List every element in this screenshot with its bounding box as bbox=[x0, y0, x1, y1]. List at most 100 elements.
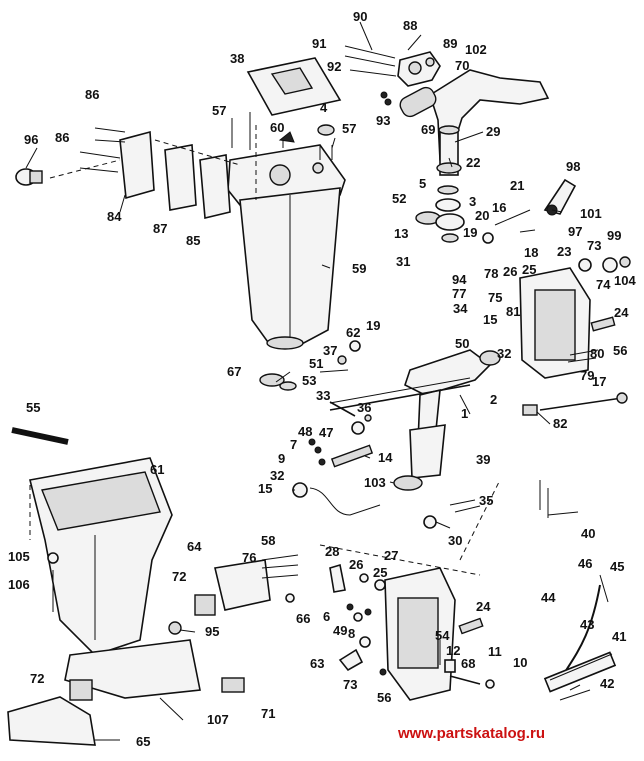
label-61: 61 bbox=[150, 462, 164, 477]
label-35: 35 bbox=[479, 493, 493, 508]
label-62: 62 bbox=[346, 325, 360, 340]
label-19b: 19 bbox=[366, 318, 380, 333]
label-73b: 73 bbox=[343, 677, 357, 692]
label-10: 10 bbox=[513, 655, 527, 670]
label-78: 78 bbox=[484, 266, 498, 281]
bolt-68-11-10 bbox=[449, 675, 495, 689]
label-8: 8 bbox=[348, 626, 355, 641]
label-16: 16 bbox=[492, 200, 506, 215]
label-77: 77 bbox=[452, 286, 466, 301]
label-70: 70 bbox=[455, 58, 469, 73]
small-parts-26-25-6-49-8 bbox=[346, 573, 386, 622]
label-47: 47 bbox=[319, 425, 333, 440]
steering-rod bbox=[329, 377, 471, 411]
top-mount-bracket bbox=[397, 51, 441, 87]
label-101: 101 bbox=[580, 206, 602, 221]
label-7: 7 bbox=[290, 437, 297, 452]
label-85: 85 bbox=[186, 233, 200, 248]
label-89: 89 bbox=[443, 36, 457, 51]
label-31: 31 bbox=[396, 254, 410, 269]
label-19: 19 bbox=[463, 225, 477, 240]
label-58: 58 bbox=[261, 533, 275, 548]
label-73: 73 bbox=[587, 238, 601, 253]
label-26b: 26 bbox=[349, 557, 363, 572]
label-64: 64 bbox=[187, 539, 202, 554]
leader-lines bbox=[25, 21, 581, 741]
label-30: 30 bbox=[448, 533, 462, 548]
rack-41 bbox=[543, 651, 617, 693]
label-53: 53 bbox=[302, 373, 316, 388]
label-94: 94 bbox=[452, 272, 467, 287]
label-103: 103 bbox=[364, 475, 386, 490]
label-80: 80 bbox=[590, 346, 604, 361]
plate-82 bbox=[522, 404, 538, 416]
label-87: 87 bbox=[153, 221, 167, 236]
steering-arm bbox=[429, 69, 550, 176]
tilt-parts-20-16-21 bbox=[482, 209, 536, 244]
label-1: 1 bbox=[461, 406, 468, 421]
label-25: 25 bbox=[522, 262, 536, 277]
screw-24-lower bbox=[458, 617, 484, 635]
label-107: 107 bbox=[207, 712, 229, 727]
seal-67 bbox=[259, 373, 297, 391]
label-84: 84 bbox=[107, 209, 122, 224]
label-24: 24 bbox=[614, 305, 629, 320]
label-102: 102 bbox=[465, 42, 487, 57]
label-27: 27 bbox=[384, 548, 398, 563]
label-68: 68 bbox=[461, 656, 475, 671]
label-50: 50 bbox=[455, 336, 469, 351]
label-15: 15 bbox=[483, 312, 497, 327]
gasket-38 bbox=[246, 57, 342, 116]
label-15b: 15 bbox=[258, 481, 272, 496]
label-96: 96 bbox=[24, 132, 38, 147]
label-12: 12 bbox=[446, 643, 460, 658]
label-88: 88 bbox=[403, 18, 417, 33]
label-39: 39 bbox=[476, 452, 490, 467]
label-56b: 56 bbox=[377, 690, 391, 705]
label-23: 23 bbox=[557, 244, 571, 259]
ring-103 bbox=[393, 475, 423, 491]
label-43: 43 bbox=[580, 617, 594, 632]
swivel-arm bbox=[404, 349, 501, 479]
plug-96 bbox=[15, 168, 43, 186]
label-46: 46 bbox=[578, 556, 592, 571]
label-41: 41 bbox=[612, 629, 626, 644]
lower-housing-61 bbox=[29, 457, 173, 656]
label-93: 93 bbox=[376, 113, 390, 128]
bushing-stack bbox=[415, 162, 465, 243]
bolts-58-76 bbox=[261, 554, 299, 603]
label-95: 95 bbox=[205, 624, 219, 639]
label-49: 49 bbox=[333, 623, 347, 638]
label-40: 40 bbox=[581, 526, 595, 541]
label-57: 57 bbox=[212, 103, 226, 118]
label-37: 37 bbox=[323, 343, 337, 358]
label-32: 32 bbox=[497, 346, 511, 361]
pin-55 bbox=[11, 427, 69, 445]
watermark: www.partskatalog.ru bbox=[397, 725, 545, 742]
gearcase-107 bbox=[64, 621, 201, 699]
lever-28 bbox=[329, 563, 346, 593]
bolts-top bbox=[344, 45, 397, 106]
label-86: 86 bbox=[85, 87, 99, 102]
label-28: 28 bbox=[325, 544, 339, 559]
label-79: 79 bbox=[580, 368, 594, 383]
label-54: 54 bbox=[435, 628, 450, 643]
label-98: 98 bbox=[566, 159, 580, 174]
plug-105-106 bbox=[47, 552, 59, 612]
label-36: 36 bbox=[357, 400, 371, 415]
label-69: 69 bbox=[421, 122, 435, 137]
exhaust-housing-59 bbox=[239, 187, 341, 350]
pin-54-12 bbox=[439, 640, 456, 673]
label-13: 13 bbox=[394, 226, 408, 241]
label-14: 14 bbox=[378, 450, 393, 465]
label-65: 65 bbox=[136, 734, 150, 749]
label-97: 97 bbox=[568, 224, 582, 239]
label-45: 45 bbox=[610, 559, 624, 574]
label-71: 71 bbox=[261, 706, 275, 721]
stern-bracket-left-27 bbox=[384, 567, 456, 701]
label-25b: 25 bbox=[373, 565, 387, 580]
bracket-64 bbox=[214, 559, 271, 611]
threaded-rod-14 bbox=[330, 444, 374, 468]
label-29: 29 bbox=[486, 124, 500, 139]
stern-bracket-right bbox=[519, 267, 591, 379]
